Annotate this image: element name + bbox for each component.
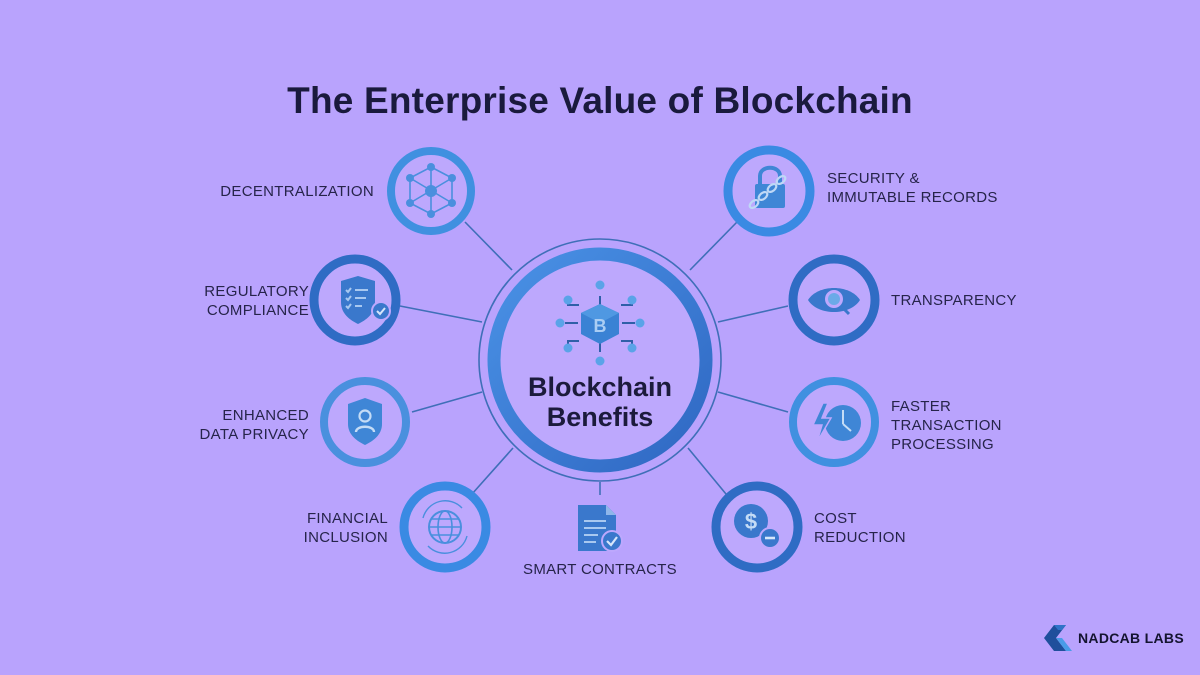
dollar-minus-icon: $ <box>734 504 781 549</box>
label-line: TRANSACTION <box>891 417 1002 434</box>
center-title-line-1: Blockchain <box>527 372 673 402</box>
label-line: DECENTRALIZATION <box>220 183 374 200</box>
label-financial-inclusion: FINANCIAL INCLUSION <box>240 509 388 547</box>
shield-checklist-icon <box>341 276 391 324</box>
label-decentralization: DECENTRALIZATION <box>180 182 374 201</box>
node-security-immutable-records <box>723 145 815 237</box>
eye-magnifier-icon <box>808 288 860 316</box>
document-check-icon <box>578 505 623 552</box>
label-enhanced-data-privacy: ENHANCED DATA PRIVACY <box>160 406 309 444</box>
svg-text:B: B <box>594 316 607 336</box>
label-line: ENHANCED <box>222 407 309 424</box>
label-transparency: TRANSPARENCY <box>891 291 1071 310</box>
label-line: REDUCTION <box>814 529 906 546</box>
label-line: FASTER <box>891 398 952 415</box>
brand-logo: NADCAB LABS <box>1044 625 1184 651</box>
globe-arrows-icon <box>422 500 468 554</box>
node-smart-contracts <box>578 505 623 552</box>
label-regulatory-compliance: REGULATORY COMPLIANCE <box>160 282 309 320</box>
bitcoin-network-icon: B <box>555 280 645 366</box>
lock-chain-icon <box>748 165 787 210</box>
node-decentralization <box>387 147 475 235</box>
node-cost-reduction: $ <box>711 481 803 573</box>
label-line: REGULATORY <box>204 283 309 300</box>
label-line: SECURITY & <box>827 170 920 187</box>
node-enhanced-data-privacy <box>320 377 410 467</box>
label-line: FINANCIAL <box>306 510 388 527</box>
label-faster-transaction-processing: FASTER TRANSACTION PROCESSING <box>891 397 1071 454</box>
label-security-immutable-records: SECURITY & IMMUTABLE RECORDS <box>827 169 1027 207</box>
label-cost-reduction: COST REDUCTION <box>814 509 974 547</box>
nadcab-logo-icon <box>1044 625 1072 651</box>
node-regulatory-compliance <box>309 254 401 346</box>
label-line: IMMUTABLE RECORDS <box>827 189 998 206</box>
node-financial-inclusion <box>399 481 491 573</box>
page-title: The Enterprise Value of Blockchain <box>287 80 913 121</box>
label-line: TRANSPARENCY <box>891 292 1017 309</box>
shield-user-icon <box>348 398 382 445</box>
connector-lines <box>399 221 789 495</box>
label-line: DATA PRIVACY <box>199 426 309 443</box>
node-faster-transaction-processing <box>789 377 879 467</box>
label-line: INCLUSION <box>303 529 388 546</box>
label-line: PROCESSING <box>891 436 995 453</box>
lightning-clock-icon <box>811 402 861 443</box>
center-hub: B <box>478 238 722 482</box>
node-transparency <box>788 254 880 346</box>
center-title-line-2: Benefits <box>546 402 654 432</box>
logo-text: NADCAB LABS <box>1078 630 1184 646</box>
svg-text:$: $ <box>745 509 757 534</box>
label-smart-contracts: SMART CONTRACTS <box>500 560 700 579</box>
label-line: SMART CONTRACTS <box>523 561 677 578</box>
center-title: Blockchain Benefits <box>500 372 700 432</box>
label-line: COMPLIANCE <box>206 302 309 319</box>
label-line: COST <box>814 510 857 527</box>
